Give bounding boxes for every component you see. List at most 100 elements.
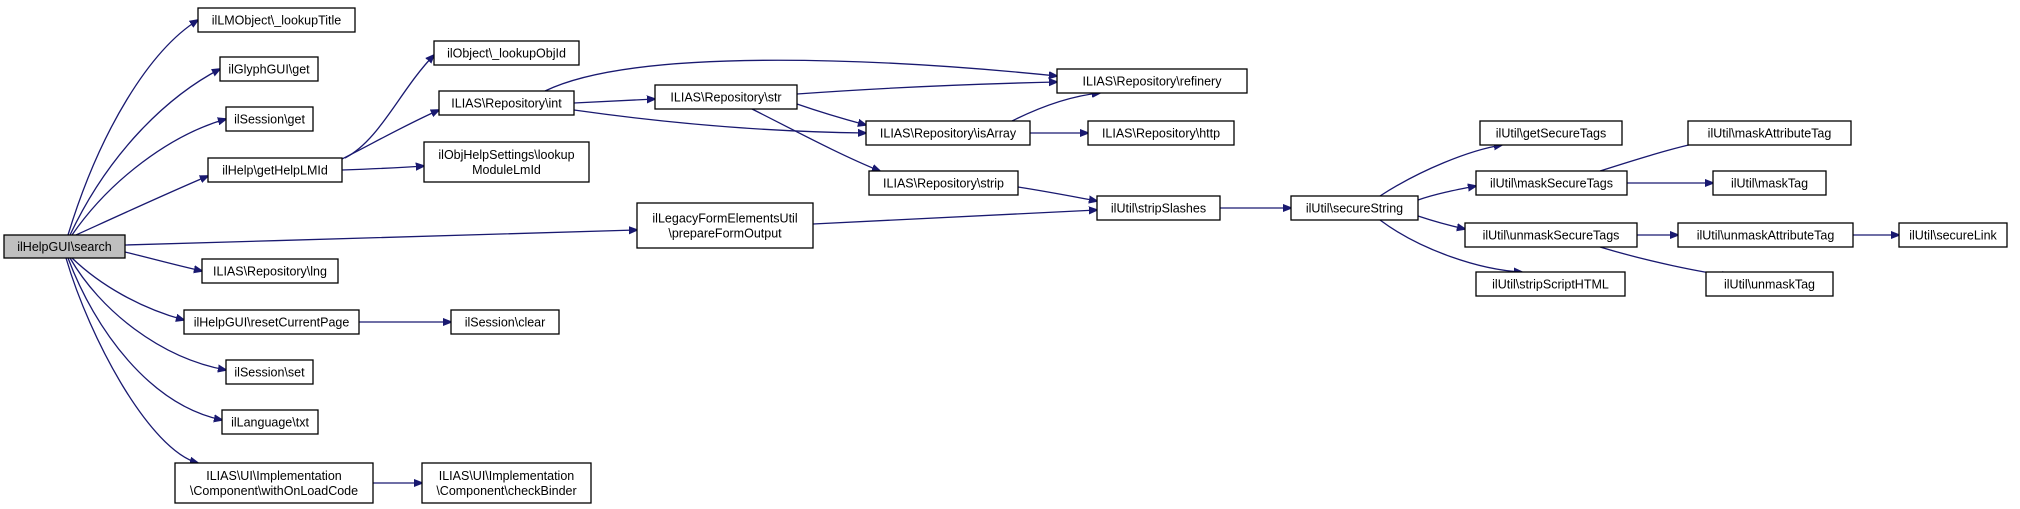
node-repoStr[interactable]: ILIAS\Repository\str — [654, 84, 798, 110]
node-label-lookupObjId: ilObject\_lookupObjId — [447, 47, 566, 61]
edge-secureString-to-unmaskSecureTags — [1417, 215, 1465, 229]
node-label-http: ILIAS\Repository\http — [1102, 127, 1220, 141]
node-box-unmaskTag[interactable] — [1705, 271, 1834, 297]
node-box-stripScriptHTML[interactable] — [1475, 271, 1626, 297]
node-label-maskSecureTags: ilUtil\maskSecureTags — [1490, 177, 1613, 191]
edge-prepareFormOutput-to-stripSlashes — [812, 210, 1097, 225]
node-maskTag[interactable]: ilUtil\maskTag — [1712, 170, 1827, 196]
node-label-stripSlashes: ilUtil\stripSlashes — [1111, 202, 1206, 216]
node-getSecureTags[interactable]: ilUtil\getSecureTags — [1479, 120, 1623, 146]
node-refinery[interactable]: ILIAS\Repository\refinery — [1056, 68, 1248, 94]
node-maskAttributeTag[interactable]: ilUtil\maskAttributeTag — [1687, 120, 1852, 146]
node-label-root: ilHelpGUI\search — [17, 240, 112, 254]
edge-root-to-sessionSet — [69, 257, 226, 370]
node-box-lookupTitle[interactable] — [197, 7, 356, 33]
node-box-stripSlashes[interactable] — [1096, 195, 1221, 221]
node-label-lookupModuleLmId-line-1: ilObjHelpSettings\lookup — [438, 148, 574, 162]
node-box-lookupObjId[interactable] — [433, 40, 580, 66]
edge-root-to-lng — [124, 251, 202, 271]
node-label-sessionGet: ilSession\get — [234, 113, 305, 127]
node-withOnLoadCode[interactable]: ILIAS\UI\Implementation\Component\withOn… — [174, 462, 374, 504]
node-unmaskAttributeTag[interactable]: ilUtil\unmaskAttributeTag — [1677, 222, 1854, 248]
node-box-lng[interactable] — [201, 258, 339, 284]
node-box-repoStr[interactable] — [654, 84, 798, 110]
node-box-getSecureTags[interactable] — [1479, 120, 1623, 146]
edge-repoStr-to-refinery — [796, 82, 1057, 95]
node-box-withOnLoadCode[interactable] — [174, 462, 374, 504]
node-box-secureLink[interactable] — [1898, 222, 2008, 248]
node-root[interactable]: ilHelpGUI\search — [3, 234, 126, 259]
node-box-resetCurrentPage[interactable] — [183, 309, 360, 335]
node-box-lookupModuleLmId[interactable] — [423, 141, 590, 183]
node-label-sessionClear: ilSession\clear — [465, 316, 546, 330]
edge-secureString-to-stripScriptHTML — [1379, 219, 1522, 272]
edge-root-to-languageTxt — [67, 257, 222, 420]
node-isArray[interactable]: ILIAS\Repository\isArray — [865, 120, 1031, 146]
node-lookupTitle[interactable]: ilLMObject\_lookupTitle — [197, 7, 356, 33]
node-box-http[interactable] — [1087, 120, 1235, 146]
edge-isArray-to-refinery — [1011, 93, 1100, 122]
edge-getHelpLMId-to-lookupModuleLmId — [341, 166, 424, 170]
node-box-strip[interactable] — [868, 170, 1019, 196]
node-resetCurrentPage[interactable]: ilHelpGUI\resetCurrentPage — [183, 309, 360, 335]
node-unmaskTag[interactable]: ilUtil\unmaskTag — [1705, 271, 1834, 297]
node-sessionGet[interactable]: ilSession\get — [225, 106, 314, 132]
node-sessionClear[interactable]: ilSession\clear — [450, 309, 560, 335]
node-box-sessionGet[interactable] — [225, 106, 314, 132]
node-strip[interactable]: ILIAS\Repository\strip — [868, 170, 1019, 196]
edge-secureString-to-maskSecureTags — [1417, 186, 1476, 201]
node-stripScriptHTML[interactable]: ilUtil\stripScriptHTML — [1475, 271, 1626, 297]
node-getHelpLMId[interactable]: ilHelp\getHelpLMId — [207, 157, 343, 183]
node-box-root[interactable] — [3, 234, 126, 259]
edges — [65, 20, 1899, 483]
node-box-languageTxt[interactable] — [221, 409, 319, 435]
node-box-unmaskAttributeTag[interactable] — [1677, 222, 1854, 248]
node-box-getHelpLMId[interactable] — [207, 157, 343, 183]
node-box-isArray[interactable] — [865, 120, 1031, 146]
node-label-unmaskTag: ilUtil\unmaskTag — [1724, 278, 1815, 292]
node-box-checkBinder[interactable] — [421, 462, 592, 504]
node-secureString[interactable]: ilUtil\secureString — [1290, 195, 1419, 221]
node-unmaskSecureTags[interactable]: ilUtil\unmaskSecureTags — [1464, 222, 1638, 248]
node-label-checkBinder-line-2: \Component\checkBinder — [436, 484, 576, 498]
node-stripSlashes[interactable]: ilUtil\stripSlashes — [1096, 195, 1221, 221]
node-box-maskAttributeTag[interactable] — [1687, 120, 1852, 146]
node-label-lookupTitle: ilLMObject\_lookupTitle — [212, 14, 342, 28]
edge-strip-to-stripSlashes — [1017, 186, 1097, 201]
node-box-sessionClear[interactable] — [450, 309, 560, 335]
node-lng[interactable]: ILIAS\Repository\lng — [201, 258, 339, 284]
node-box-maskTag[interactable] — [1712, 170, 1827, 196]
node-languageTxt[interactable]: ilLanguage\txt — [221, 409, 319, 435]
edge-repoInt-to-isArray — [573, 109, 866, 133]
node-sessionSet[interactable]: ilSession\set — [225, 359, 314, 385]
edge-secureString-to-getSecureTags — [1379, 145, 1502, 197]
node-box-maskSecureTags[interactable] — [1475, 170, 1628, 196]
node-label-languageTxt: ilLanguage\txt — [231, 416, 309, 430]
node-label-refinery: ILIAS\Repository\refinery — [1083, 75, 1223, 89]
node-checkBinder[interactable]: ILIAS\UI\Implementation\Component\checkB… — [421, 462, 592, 504]
node-box-prepareFormOutput[interactable] — [636, 202, 814, 249]
edge-root-to-withOnLoadCode — [65, 257, 198, 463]
edge-root-to-sessionGet — [71, 119, 226, 236]
node-repoInt[interactable]: ILIAS\Repository\int — [438, 90, 575, 116]
node-box-unmaskSecureTags[interactable] — [1464, 222, 1638, 248]
node-box-secureString[interactable] — [1290, 195, 1419, 221]
node-lookupObjId[interactable]: ilObject\_lookupObjId — [433, 40, 580, 66]
node-label-prepareFormOutput-line-2: \prepareFormOutput — [668, 227, 782, 241]
node-maskSecureTags[interactable]: ilUtil\maskSecureTags — [1475, 170, 1628, 196]
node-box-glyphGet[interactable] — [219, 56, 319, 82]
node-label-maskTag: ilUtil\maskTag — [1731, 177, 1808, 191]
node-box-repoInt[interactable] — [438, 90, 575, 116]
node-label-secureLink: ilUtil\secureLink — [1909, 229, 1997, 243]
edge-repoStr-to-isArray — [796, 103, 866, 125]
node-glyphGet[interactable]: ilGlyphGUI\get — [219, 56, 319, 82]
node-http[interactable]: ILIAS\Repository\http — [1087, 120, 1235, 146]
node-prepareFormOutput[interactable]: ilLegacyFormElementsUtil\prepareFormOutp… — [636, 202, 814, 249]
edge-root-to-resetCurrentPage — [71, 257, 184, 320]
node-secureLink[interactable]: ilUtil\secureLink — [1898, 222, 2008, 248]
node-box-sessionSet[interactable] — [225, 359, 314, 385]
node-label-lng: ILIAS\Repository\lng — [213, 265, 327, 279]
node-box-refinery[interactable] — [1056, 68, 1248, 94]
node-label-withOnLoadCode-line-2: \Component\withOnLoadCode — [190, 484, 358, 498]
